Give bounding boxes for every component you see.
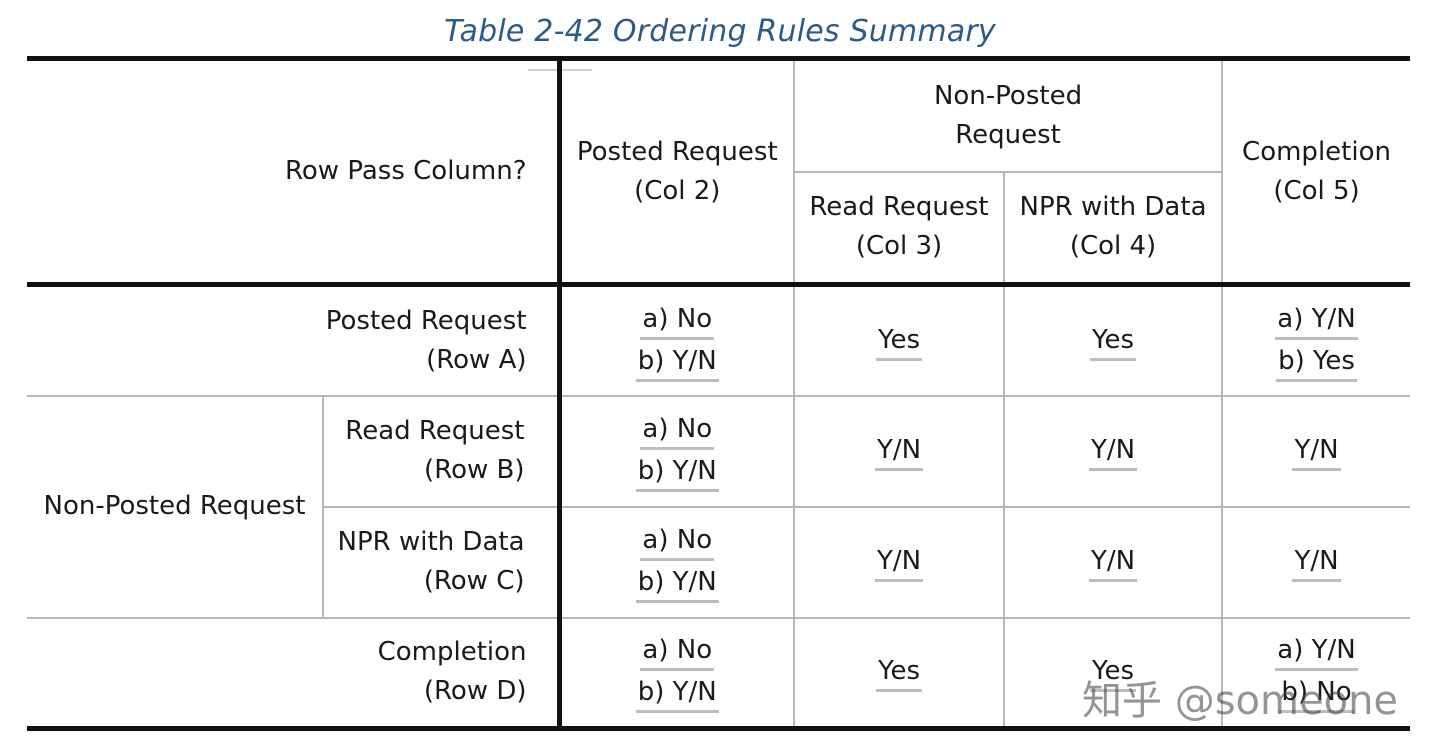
npr-group-header: Non-Posted Request xyxy=(793,56,1224,173)
cell-value: b) Y/N xyxy=(635,343,719,382)
cell-value: a) No xyxy=(640,522,715,561)
col2-header-title: Posted Request xyxy=(576,136,778,167)
col4-header-code: (Col 4) xyxy=(1069,231,1157,262)
col5-header-title: Completion xyxy=(1242,136,1391,167)
cell-value: Y/N xyxy=(874,543,924,582)
row-b-col5: Y/N xyxy=(1221,395,1411,508)
row-a-label-code: (Row A) xyxy=(426,344,527,375)
col5-header-code: (Col 5) xyxy=(1273,175,1360,206)
row-d-col4: Yes xyxy=(1003,617,1223,731)
row-b-label: Read Request (Row B) xyxy=(323,395,562,508)
cell-value: Yes xyxy=(876,322,922,361)
row-a-col4: Yes xyxy=(1003,284,1223,397)
corner-header-label: Row Pass Column? xyxy=(285,156,527,186)
row-a-col3: Yes xyxy=(793,284,1005,397)
npr-group-header-line2: Request xyxy=(955,119,1061,150)
col3-header-code: (Col 3) xyxy=(855,231,943,262)
cell-value: Y/N xyxy=(1088,543,1138,582)
row-b-label-code: (Row B) xyxy=(424,455,525,485)
cell-value: Yes xyxy=(876,653,922,693)
col2-header: Posted Request (Col 2) xyxy=(559,56,795,287)
cell-value: b) Y/N xyxy=(635,674,719,714)
npr-group-header-line1: Non-Posted xyxy=(933,80,1083,111)
cell-value: Yes xyxy=(1090,653,1136,693)
corner-header: Row Pass Column? xyxy=(27,56,562,287)
row-b-col3: Y/N xyxy=(793,395,1005,508)
cell-value: Y/N xyxy=(1292,543,1341,582)
row-d-label-title: Completion xyxy=(377,637,527,668)
col4-header: NPR with Data (Col 4) xyxy=(1003,171,1224,287)
row-a-label-title: Posted Request xyxy=(325,305,527,336)
cell-value: a) No xyxy=(640,301,715,340)
cell-value: a) No xyxy=(640,632,715,672)
cell-value: Y/N xyxy=(1088,432,1138,471)
row-a-label: Posted Request (Row A) xyxy=(27,284,562,397)
row-c-col3: Y/N xyxy=(793,506,1005,619)
cell-value: a) Y/N xyxy=(1275,632,1358,672)
col4-header-title: NPR with Data xyxy=(1019,192,1207,223)
table-caption: Table 2-42 Ordering Rules Summary xyxy=(444,14,996,49)
npr-row-group-label: Non-Posted Request xyxy=(27,395,324,619)
row-c-label-title: NPR with Data xyxy=(337,527,525,557)
cell-value: b) Y/N xyxy=(635,564,719,603)
row-c-label: NPR with Data (Row C) xyxy=(323,506,562,619)
row-d-label-code: (Row D) xyxy=(423,676,527,707)
cell-value: b) Y/N xyxy=(635,453,719,492)
col3-header-title: Read Request xyxy=(809,192,989,223)
row-b-col4: Y/N xyxy=(1003,395,1223,508)
col3-header: Read Request (Col 3) xyxy=(793,171,1005,287)
row-d-col3: Yes xyxy=(793,617,1005,731)
cell-value: Y/N xyxy=(1292,432,1341,471)
row-c-col4: Y/N xyxy=(1003,506,1223,619)
cell-value: b) Yes xyxy=(1276,343,1357,382)
row-c-col5: Y/N xyxy=(1221,506,1411,619)
table-row: Non-Posted Request Read Request (Row B) … xyxy=(27,395,1411,619)
cell-value: Yes xyxy=(1090,322,1136,361)
cell-value: Y/N xyxy=(874,432,924,471)
ordering-rules-table: Row Pass Column? Posted Request (Col 2) … xyxy=(27,56,1411,731)
npr-row-group-text: Non-Posted Request xyxy=(43,491,306,521)
row-d-label: Completion (Row D) xyxy=(27,617,562,731)
row-b-label-title: Read Request xyxy=(345,416,525,446)
col2-header-code: (Col 2) xyxy=(634,175,721,206)
col5-header: Completion (Col 5) xyxy=(1222,56,1411,287)
cell-value: a) Y/N xyxy=(1275,301,1358,340)
cell-value: a) No xyxy=(640,411,715,450)
cell-value: b) No xyxy=(1279,674,1354,714)
ordering-rules-table-wrap: Row Pass Column? Posted Request (Col 2) … xyxy=(27,56,1411,732)
row-c-label-code: (Row C) xyxy=(423,566,525,596)
